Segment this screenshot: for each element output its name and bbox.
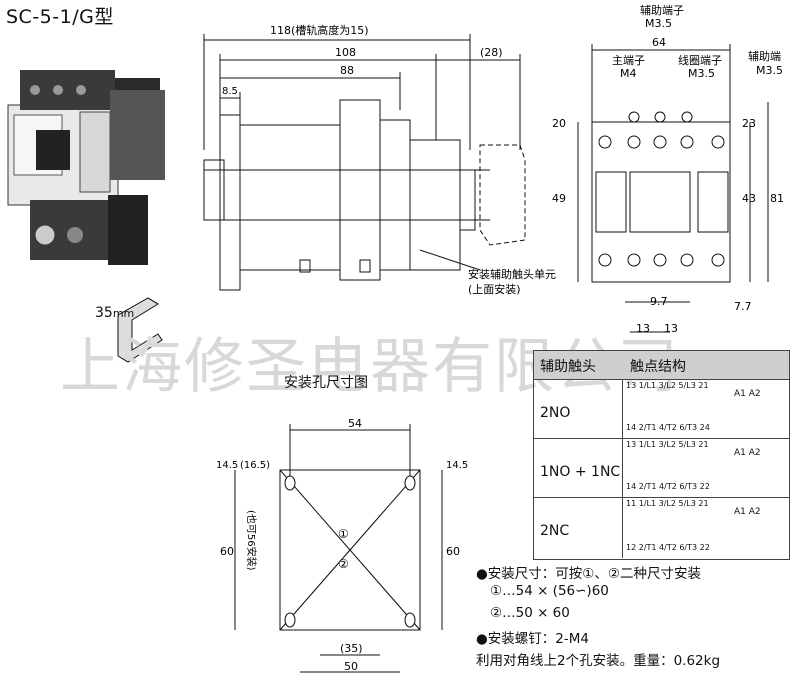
table-row: 1NO + 1NC 13 1/L1 3/L2 5/L3 21 A1 A2 14 … — [534, 438, 789, 498]
dim-49: 49 — [552, 192, 566, 205]
dim-13-b: 13 — [664, 322, 678, 335]
dim-56-note: (也可56安装) — [245, 510, 258, 571]
dim-9-7: 9.7 — [650, 295, 668, 308]
dim-7-7: 7.7 — [734, 300, 752, 313]
row-coil: A1 A2 — [734, 389, 761, 399]
aux-contact-table: 辅助触头 触点结构 2NO 13 1/L1 3/L2 5/L3 21 A1 A2… — [533, 350, 790, 560]
hole-2-marker: ② — [338, 557, 349, 571]
table-row: 2NC 11 1/L1 3/L2 5/L3 21 A1 A2 12 2/T1 4… — [534, 497, 789, 558]
aux-terminal-top-label: 辅助端子 — [640, 3, 684, 17]
main-terminal-label: 主端子 — [612, 54, 645, 67]
table-header: 辅助触头 触点结构 — [534, 351, 789, 380]
note-line-2: ①…54 × (56∽)60 — [490, 583, 609, 599]
row-coil: A1 A2 — [734, 507, 761, 517]
coil-terminal-label: 线圈端子 — [678, 53, 722, 67]
row-terms-top: 13 1/L1 3/L2 5/L3 21 — [626, 440, 709, 449]
dim-13-a: 13 — [636, 322, 650, 335]
aux-unit-label-1: 安装辅助触头单元 — [468, 267, 556, 281]
hole-1-marker: ① — [338, 527, 349, 541]
dim-60-left: 60 — [220, 545, 234, 558]
mounting-hole-drawing: 54 14.5 (16.5) 14.5 60 60 (也可56安装) ① ② (… — [216, 417, 468, 673]
mounting-title: 安装孔尺寸图 — [284, 375, 368, 391]
table-header-structure: 触点结构 — [630, 359, 686, 375]
dim-108: 108 — [335, 46, 356, 59]
dim-16-5: (16.5) — [240, 460, 270, 471]
row-label: 2NO — [540, 405, 571, 421]
dim-60-right: 60 — [446, 545, 460, 558]
page-title: SC-5-1/G型 — [6, 6, 114, 28]
note-line-3: ②…50 × 60 — [490, 605, 570, 621]
row-coil: A1 A2 — [734, 448, 761, 458]
dim-14-5-right: 14.5 — [446, 460, 468, 471]
row-terms-bottom: 12 2/T1 4/T2 6/T3 22 — [626, 543, 710, 552]
main-terminal-size: M4 — [620, 67, 637, 80]
row-label: 2NC — [540, 523, 570, 539]
dim-54: 54 — [348, 417, 362, 430]
dim-8-5: 8.5 — [222, 86, 238, 97]
dim-81: 81 — [770, 192, 784, 205]
dim-50: 50 — [344, 660, 358, 673]
dim-28: (28) — [480, 46, 503, 59]
aux-unit-label-2: (上面安装) — [468, 282, 521, 296]
aux-terminal-right-size: M3.5 — [756, 64, 783, 77]
row-terms-top: 11 1/L1 3/L2 5/L3 21 — [626, 499, 709, 508]
aux-terminal-right-label: 辅助端 — [748, 49, 781, 63]
dim-118: 118(槽轨高度为15) — [270, 23, 369, 37]
aux-terminal-top-size: M3.5 — [645, 17, 672, 30]
product-photo — [7, 70, 165, 265]
din-rail-label: 35mm — [95, 305, 135, 321]
side-view-drawing: 118(槽轨高度为15) 108 (28) 88 8.5 安装辅助触头单元 (上… — [203, 23, 556, 296]
table-header-aux: 辅助触头 — [540, 359, 596, 375]
row-terms-bottom: 14 2/T1 4/T2 6/T3 24 — [626, 423, 710, 432]
front-view-drawing: 辅助端子 M3.5 64 主端子 M4 线圈端子 M3.5 辅助端 M3.5 2… — [552, 3, 784, 335]
dim-88: 88 — [340, 64, 354, 77]
dim-14-5-left: 14.5 — [216, 460, 238, 471]
dim-35: (35) — [340, 642, 363, 655]
note-line-1: ●安装尺寸：可按①、②二种尺寸安装 — [476, 566, 701, 582]
coil-terminal-size: M3.5 — [688, 67, 715, 80]
dim-43: 43 — [742, 192, 756, 205]
dim-64: 64 — [652, 36, 666, 49]
table-row: 2NO 13 1/L1 3/L2 5/L3 21 A1 A2 14 2/T1 4… — [534, 379, 789, 439]
dim-23: 23 — [742, 117, 756, 130]
note-line-5: 利用对角线上2个孔安装。重量：0.62kg — [476, 653, 721, 669]
dim-20: 20 — [552, 117, 566, 130]
row-terms-bottom: 14 2/T1 4/T2 6/T3 22 — [626, 482, 710, 491]
din-rail-sketch — [117, 297, 163, 363]
row-terms-top: 13 1/L1 3/L2 5/L3 21 — [626, 381, 709, 390]
note-line-4: ●安装螺钉：2-M4 — [476, 631, 589, 647]
row-label: 1NO + 1NC — [540, 464, 621, 480]
